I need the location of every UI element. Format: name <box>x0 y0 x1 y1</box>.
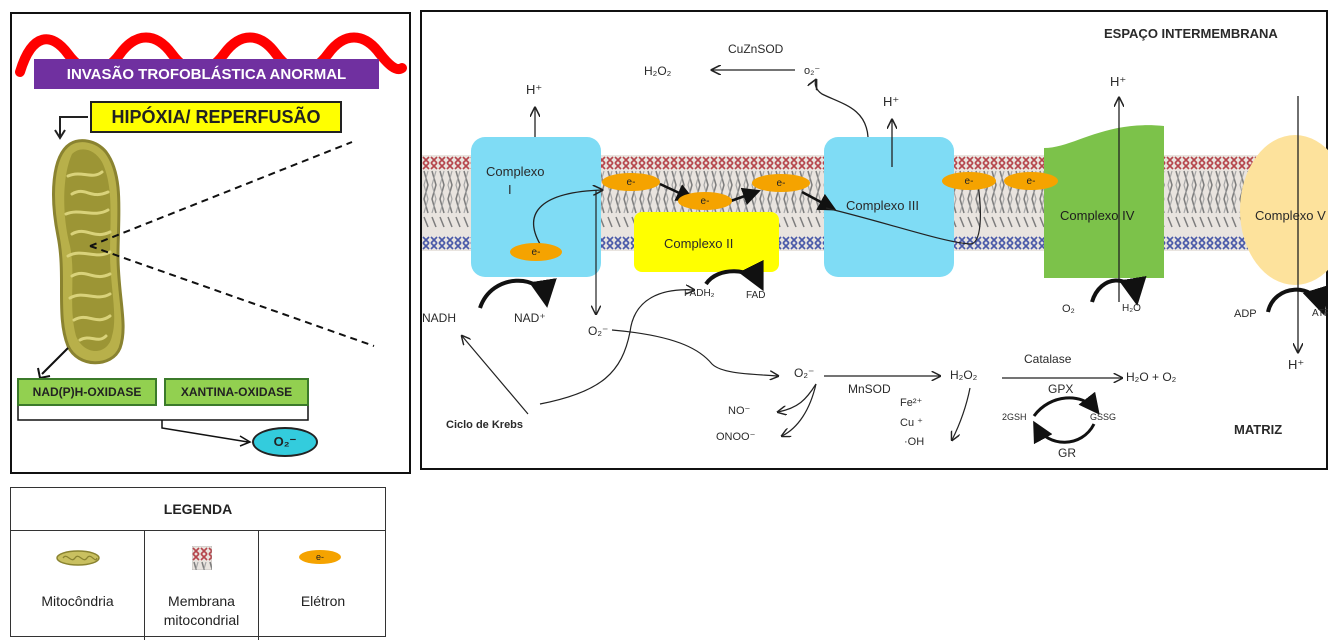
complex-iii-label: Complexo III <box>846 198 919 213</box>
products-label: H₂O + O₂ <box>1126 370 1177 384</box>
electron-legend-label: e- <box>315 552 324 562</box>
superoxide-label: O₂⁻ <box>273 434 297 449</box>
atp-label: ATP <box>1312 308 1328 319</box>
bracket-arrow <box>17 406 309 447</box>
no-label: NO⁻ <box>728 405 751 417</box>
legend-col-membrane: Membrana mitocondrial <box>145 530 259 640</box>
legend-label-mitochondria: Mitocôndria <box>41 593 114 609</box>
adp-label: ADP <box>1234 308 1257 320</box>
electron-label: e- <box>964 175 974 187</box>
electron-label: e- <box>626 176 636 188</box>
h2o2-matrix: H₂O₂ <box>950 368 978 382</box>
complex-v <box>1240 135 1328 285</box>
nad-label: NAD⁺ <box>514 311 546 325</box>
electron-5: e- <box>942 172 996 190</box>
electron-6: e- <box>1004 172 1058 190</box>
electron-2: e- <box>602 173 660 191</box>
electron-4: e- <box>752 174 810 192</box>
proton-1: H⁺ <box>526 82 543 97</box>
superoxide-ellipse: O₂⁻ <box>252 427 318 457</box>
enzyme-nadph-oxidase: NAD(P)H-OXIDASE <box>17 378 157 406</box>
legend-title: LEGENDA <box>11 488 385 531</box>
complex-i-label-1: Complexo <box>486 164 545 179</box>
legend-label-electron: Elétron <box>300 593 346 609</box>
legend: LEGENDA Mitocôndria Membrana mitocondria… <box>10 487 387 640</box>
complex-i-label-2: I <box>508 182 512 197</box>
zoom-lines <box>89 141 375 347</box>
electron-label: e- <box>1026 175 1036 187</box>
fe-label: Fe²⁺ <box>900 397 923 409</box>
pathway-arrows <box>422 12 1328 445</box>
legend-label-membrane: Membrana mitocondrial <box>163 593 240 628</box>
electron-label: e- <box>776 177 786 189</box>
electron-1: e- <box>510 243 562 261</box>
legend-col-electron: e- Elétron <box>259 530 387 640</box>
electron-label: e- <box>531 246 541 258</box>
region-bottom-label: MATRIZ <box>1234 422 1283 437</box>
h2o2-top: H₂O₂ <box>644 64 672 78</box>
gsh-label: 2GSH <box>1002 412 1027 422</box>
membrane-legend-icon <box>192 546 212 570</box>
fad-label: FAD <box>746 290 766 301</box>
onoo-label: ONOO⁻ <box>716 431 756 443</box>
left-panel: INVASÃO TROFOBLÁSTICA ANORMAL HIPÓXIA/ R… <box>10 12 411 474</box>
fadh2-label: FADH₂ <box>684 288 715 299</box>
arrow-to-mito-icon <box>54 116 88 140</box>
complex-iv-label: Complexo IV <box>1060 208 1135 223</box>
legend-col-mitochondria: Mitocôndria <box>11 530 145 640</box>
complex-ii-label: Complexo II <box>664 236 734 251</box>
complex-iii <box>824 137 954 277</box>
banner-invasao: INVASÃO TROFOBLÁSTICA ANORMAL <box>34 59 379 89</box>
o2-radical-matrix: O₂⁻ <box>794 366 815 380</box>
o2-radical-leak: O₂⁻ <box>588 324 609 338</box>
complex-v-label: Complexo V <box>1255 208 1326 223</box>
mnsod-label: MnSOD <box>848 382 891 396</box>
proton-4: H⁺ <box>1288 357 1305 372</box>
krebs-label: Ciclo de Krebs <box>446 419 524 431</box>
cuznsod-label: CuZnSOD <box>728 42 784 56</box>
proton-2: H⁺ <box>883 94 900 109</box>
proton-3: H⁺ <box>1110 74 1127 89</box>
electron-legend-icon: e- <box>299 550 341 564</box>
o2-radical-top: o₂⁻ <box>804 65 821 77</box>
oh-label: ·OH <box>904 436 925 448</box>
gssg-label: GSSG <box>1090 412 1117 422</box>
mitochondria-icon <box>52 139 125 365</box>
enzyme-xantina-oxidase: XANTINA-OXIDASE <box>164 378 309 406</box>
complex-iv <box>1044 125 1164 278</box>
h2o-label: H₂O <box>1122 303 1141 314</box>
gpx-label: GPX <box>1048 382 1074 396</box>
right-panel: Complexo I Complexo II Complexo III Comp… <box>420 10 1328 470</box>
mitochondria-legend-icon <box>56 550 100 566</box>
cu-label: Cu ⁺ <box>900 417 923 429</box>
catalase-label: Catalase <box>1024 352 1072 366</box>
nadh-label: NADH <box>422 311 457 325</box>
electron-label: e- <box>700 195 710 207</box>
o2-label: O₂ <box>1062 303 1075 315</box>
electron-3: e- <box>678 192 732 210</box>
gr-label: GR <box>1058 446 1076 460</box>
hypoxia-box: HIPÓXIA/ REPERFUSÃO <box>90 101 342 133</box>
region-top-label: ESPAÇO INTERMEMBRANA <box>1104 26 1278 41</box>
